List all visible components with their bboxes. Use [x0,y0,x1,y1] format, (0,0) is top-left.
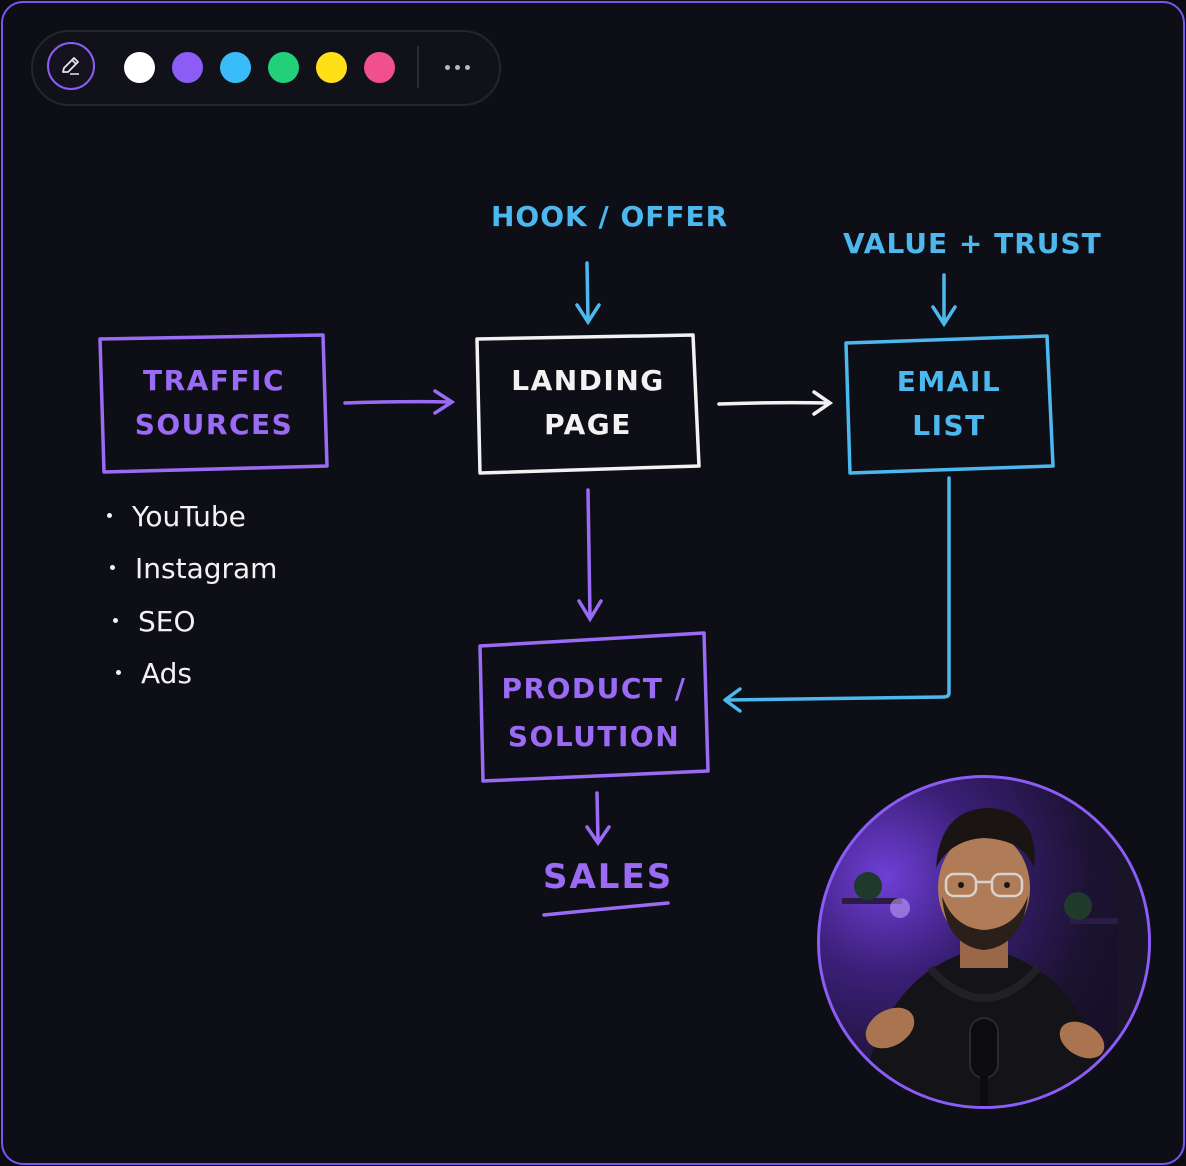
email-label-line1: EMAIL [896,365,1002,398]
arrow-product-to-sales [585,791,611,847]
list-item-label: Instagram [135,552,278,585]
list-item: SEO [113,605,196,638]
pencil-icon [62,57,79,75]
more-options-button[interactable] [439,54,477,80]
color-swatch-blue[interactable] [220,52,251,83]
list-item-label: YouTube [132,500,246,533]
toolbar-divider [417,46,419,88]
color-swatch-pink[interactable] [364,52,395,83]
arrow-email-to-product [723,476,951,713]
arrow-traffic-to-landing [343,389,456,415]
product-label-line1: PRODUCT / [501,672,687,705]
sales-label: SALES [543,857,674,897]
value-trust-label: VALUE + TRUST [843,227,1102,260]
list-item: Instagram [110,552,277,585]
list-item-label: Ads [141,657,193,690]
color-swatch-purple[interactable] [172,52,203,83]
hook-offer-label: HOOK / OFFER [491,200,729,233]
bullet-dot [116,669,121,675]
bullet-dot [110,564,115,570]
color-swatch-green[interactable] [268,52,299,83]
product-label-line2: SOLUTION [507,720,681,753]
product-solution-node[interactable]: PRODUCT / SOLUTION [483,665,705,761]
arrow-landing-to-product [577,488,603,623]
color-swatch-yellow[interactable] [316,52,347,83]
landing-label-line1: LANDING [511,364,665,397]
traffic-sources-node[interactable]: TRAFFIC SOURCES [103,359,325,447]
traffic-label-line2: SOURCES [134,408,294,441]
drawing-toolbar [31,30,501,106]
email-box [844,334,1055,475]
presenter-video [842,808,1148,1106]
email-label-line2: LIST [912,409,986,442]
arrow-value-to-email [931,273,957,328]
arrow-landing-to-email [717,390,834,416]
pen-tool-button[interactable] [47,42,95,90]
presenter-webcam [817,775,1151,1109]
sales-underline [542,901,670,917]
email-list-node[interactable]: EMAIL LIST [848,360,1050,448]
traffic-box [98,333,329,474]
arrow-hook-to-landing [575,261,601,326]
landing-page-node[interactable]: LANDING PAGE [479,359,697,447]
list-item: Ads [116,657,192,690]
list-item-label: SEO [138,605,196,638]
landing-box [475,333,701,475]
bullet-dot [107,512,112,518]
more-horizontal-icon [445,65,450,70]
product-box [478,631,710,783]
list-item: YouTube [107,500,246,533]
color-swatch-white[interactable] [124,52,155,83]
diagram-strokes [98,261,1055,917]
landing-label-line2: PAGE [544,408,632,441]
bullet-dot [113,617,118,623]
traffic-label-line1: TRAFFIC [142,364,286,397]
